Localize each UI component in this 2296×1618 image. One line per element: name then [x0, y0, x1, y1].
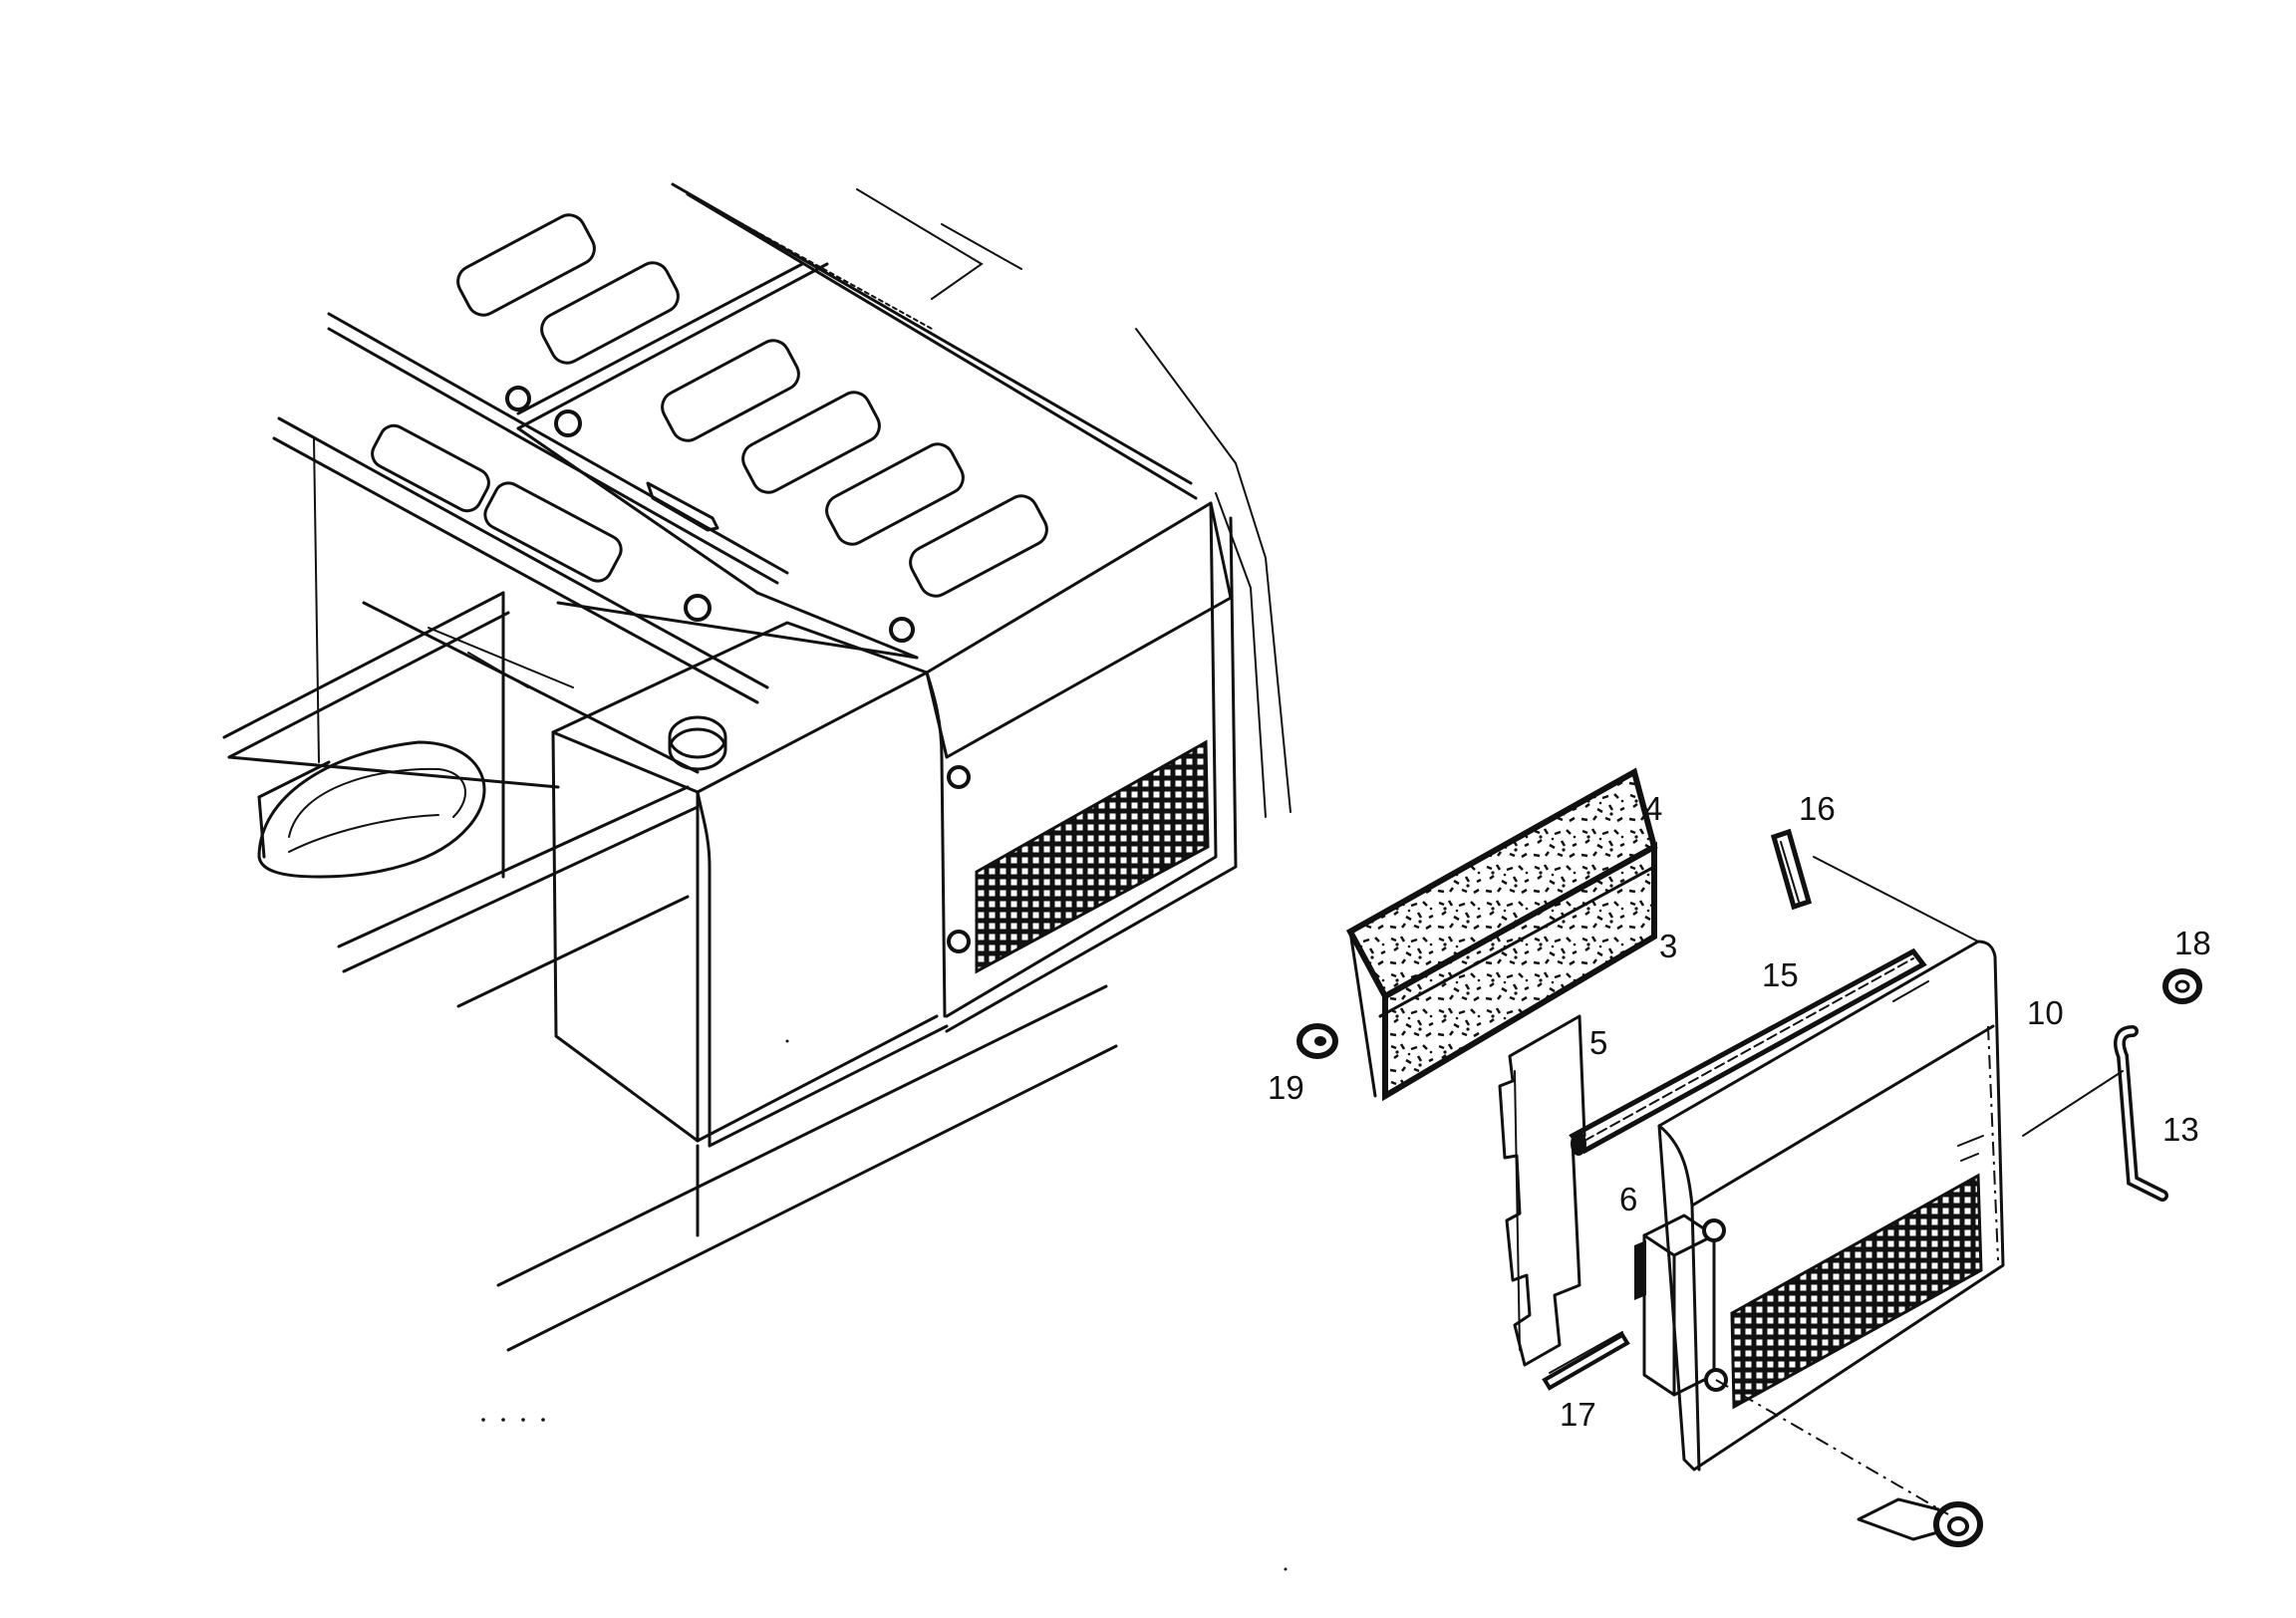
callout-6: 6 [1619, 1181, 1638, 1217]
callout-17: 17 [1560, 1396, 1596, 1433]
machine-housing [222, 182, 1292, 1352]
scan-dots [481, 1039, 1288, 1571]
callout-4: 4 [1644, 790, 1663, 827]
callout-13: 13 [2162, 1111, 2199, 1148]
callout-15: 15 [1762, 956, 1799, 993]
strip-part-17 [1542, 1331, 1630, 1391]
nut-part-18 [2162, 968, 2202, 1004]
grommet-part-19 [1296, 1023, 1338, 1059]
callout-16: 16 [1799, 790, 1836, 827]
callout-5: 5 [1589, 1024, 1608, 1061]
hinge-rod-part-13 [2114, 1025, 2168, 1202]
rubber-block-part-16 [1770, 828, 1813, 911]
filter-mat-part-4 [1345, 767, 1658, 1102]
callout-19: 19 [1268, 1069, 1304, 1106]
catch-block-part-6 [1634, 1214, 1716, 1397]
bracket-plate-part-5 [1498, 1014, 1586, 1367]
callout-3: 3 [1659, 928, 1678, 964]
sealing-strip-part-15 [1569, 947, 1927, 1156]
callout-18: 18 [2174, 925, 2211, 961]
wing-lock [1857, 1497, 1983, 1547]
side-door-part-10 [1657, 940, 2005, 1472]
assembly-lines [1715, 856, 2124, 1515]
callout-10: 10 [2027, 994, 2064, 1031]
